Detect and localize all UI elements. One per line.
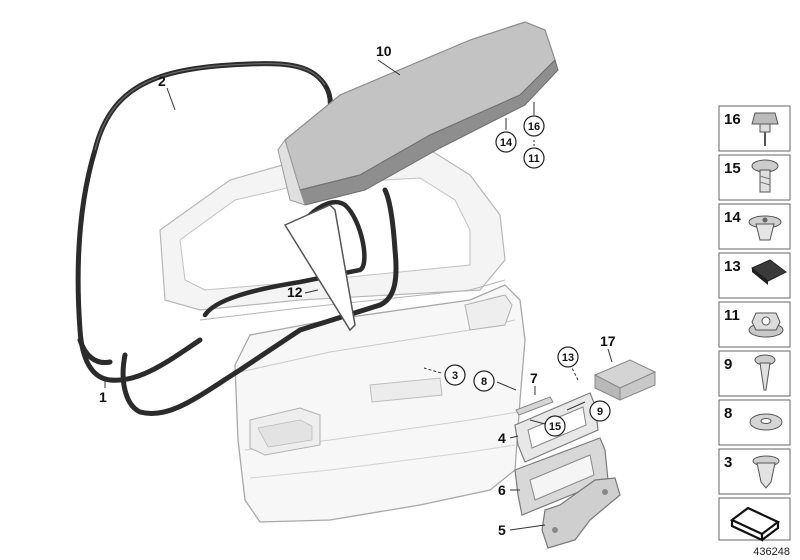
bracket-5 xyxy=(541,477,621,549)
legend-label-11: 11 xyxy=(724,307,740,324)
svg-text:14: 14 xyxy=(500,137,513,149)
spoiler-10 xyxy=(277,21,559,206)
callout-5: 5 xyxy=(498,522,506,538)
callout-17: 17 xyxy=(600,333,616,349)
callout-circle-8: 8 xyxy=(473,370,495,392)
svg-text:3: 3 xyxy=(452,370,458,382)
callout-7: 7 xyxy=(530,370,538,386)
callout-6: 6 xyxy=(498,482,506,498)
callout-4: 4 xyxy=(498,430,506,446)
callout-circle-15: 15 xyxy=(544,415,566,437)
clip-nut-icon xyxy=(751,112,779,146)
washer-icon xyxy=(749,413,783,431)
callout-1: 1 xyxy=(99,389,107,405)
push-clip-icon xyxy=(752,455,780,489)
hex-nut-icon xyxy=(748,312,784,338)
expanding-clip-icon xyxy=(748,215,782,241)
callout-12: 12 xyxy=(287,284,303,300)
svg-text:11: 11 xyxy=(528,153,540,165)
legend-label-8: 8 xyxy=(724,405,732,422)
drawing-number: 436248 xyxy=(753,546,790,558)
seal-loop-1 xyxy=(120,187,399,416)
trim-triangle xyxy=(283,204,356,332)
callout-circle-13: 13 xyxy=(557,346,579,368)
svg-text:15: 15 xyxy=(549,421,561,433)
seal-12 xyxy=(202,199,367,318)
tailgate-assembly xyxy=(159,149,526,523)
svg-text:13: 13 xyxy=(562,352,574,364)
callout-circle-3: 3 xyxy=(444,364,466,386)
tapping-screw-icon xyxy=(754,354,776,391)
screw-icon xyxy=(751,159,779,193)
svg-text:16: 16 xyxy=(528,121,540,133)
foam-block-17 xyxy=(593,359,657,401)
legend-label-15: 15 xyxy=(724,160,741,177)
callout-2: 2 xyxy=(158,73,166,89)
foam-pad-icon xyxy=(751,259,787,285)
callout-circle-14: 14 xyxy=(495,131,517,153)
legend-label-14: 14 xyxy=(724,209,741,226)
svg-text:8: 8 xyxy=(481,376,487,388)
legend-label-3: 3 xyxy=(724,454,732,471)
svg-text:9: 9 xyxy=(597,406,603,418)
callout-circle-11: 11 xyxy=(523,147,545,169)
legend-label-9: 9 xyxy=(724,356,732,373)
legend-label-13: 13 xyxy=(724,258,741,275)
strip-7 xyxy=(515,396,554,416)
legend-label-16: 16 xyxy=(724,111,741,128)
callout-circle-16: 16 xyxy=(523,115,545,137)
fastener-legend: 16 15 14 13 11 xyxy=(718,105,791,542)
kit-symbol-icon xyxy=(729,506,781,542)
callout-circle-9: 9 xyxy=(589,400,611,422)
callout-10: 10 xyxy=(376,43,392,59)
